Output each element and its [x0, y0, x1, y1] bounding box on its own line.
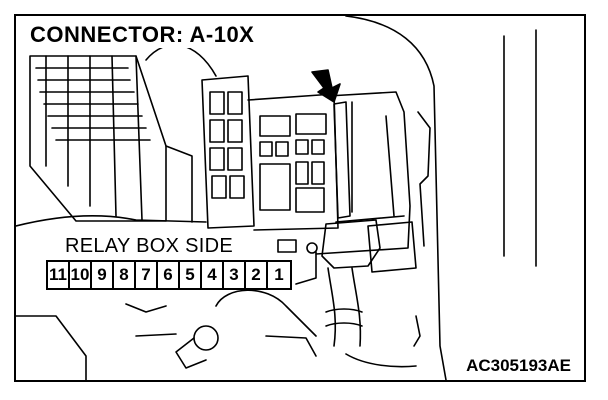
- pin-cell: 2: [246, 262, 268, 288]
- pin-cell: 9: [92, 262, 114, 288]
- relay-cover: [315, 91, 411, 255]
- relay-box-side-label: RELAY BOX SIDE: [62, 235, 236, 257]
- connector-title: CONNECTOR: A-10X: [26, 22, 259, 48]
- body-panel-inner: [417, 111, 431, 247]
- pin-cell: 3: [224, 262, 246, 288]
- connector-pin-row: 11 10 9 8 7 6 5 4 3 2 1: [46, 260, 292, 290]
- connector-a10x-body: [277, 219, 417, 285]
- left-component-grille: [29, 55, 167, 222]
- body-panel-outline: [345, 16, 447, 380]
- arrow-icon: [311, 69, 341, 103]
- wiring-harness: [175, 267, 417, 369]
- pin-cell: 11: [48, 262, 70, 288]
- pin-cell: 1: [274, 265, 284, 284]
- pin-cell: 7: [136, 262, 158, 288]
- relay-box-block: [247, 93, 339, 231]
- pin-cell: 6: [158, 262, 180, 288]
- pin-cell: 10: [70, 262, 92, 288]
- fuse-strip: [201, 75, 255, 229]
- pin-cell: 4: [202, 262, 224, 288]
- figure-code: AC305193AE: [463, 356, 574, 376]
- pin-cell: 5: [180, 262, 202, 288]
- relay-box-illustration: [16, 16, 537, 380]
- pin-cell: 8: [114, 262, 136, 288]
- diagram-frame: CONNECTOR: A-10X RELAY BOX SIDE 11 10 9 …: [14, 14, 586, 382]
